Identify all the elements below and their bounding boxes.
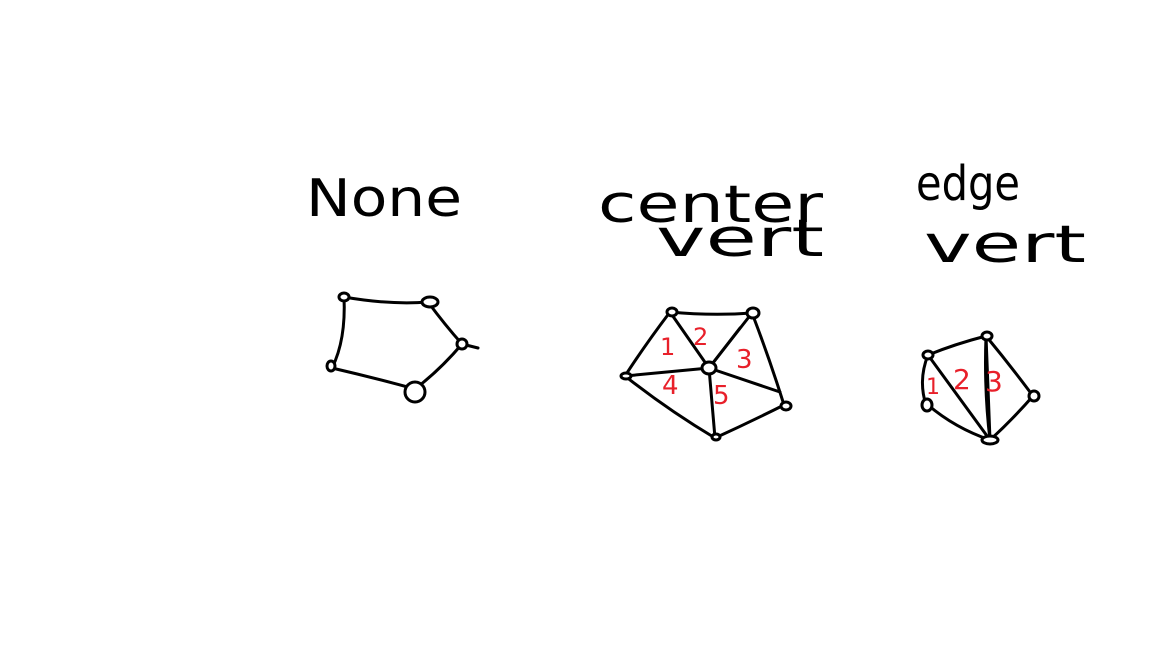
polygon-edge xyxy=(926,403,992,442)
triangle-label: 2 xyxy=(693,323,708,351)
polygon-edge xyxy=(988,394,1035,442)
vertex-marker xyxy=(455,337,469,351)
panel-edge-vert-title-line2: vert xyxy=(924,215,1086,275)
vertex-marker xyxy=(921,349,935,361)
polygon-edge xyxy=(668,310,754,316)
edge-fan-diagonals xyxy=(926,334,992,442)
polygon-edge xyxy=(750,311,786,407)
vertex-marker xyxy=(619,371,633,381)
fan-spoke xyxy=(926,353,992,442)
panel-none-title: None xyxy=(306,169,462,229)
vertex-marker xyxy=(420,295,440,309)
panel-edge-vert-title-line1: edge xyxy=(916,156,1020,212)
vertex-marker xyxy=(1027,389,1041,403)
vertex-marker xyxy=(710,432,722,442)
vertex-marker xyxy=(980,330,994,342)
polygon-edge xyxy=(926,334,988,357)
pentagon-edge xyxy=(342,295,430,305)
triangle-label: 1 xyxy=(926,375,940,400)
pentagon-edge xyxy=(426,300,464,346)
center-vertex-marker xyxy=(700,360,718,376)
fan-spoke xyxy=(707,326,742,370)
vertex-marker xyxy=(337,291,351,303)
fan-spoke xyxy=(668,310,711,370)
triangle-label: 1 xyxy=(660,333,675,361)
pentagon-edge xyxy=(413,342,464,391)
vertex-marker xyxy=(403,380,427,404)
fan-spoke xyxy=(623,366,711,378)
vertex-marker xyxy=(779,400,793,412)
vertex-marker xyxy=(980,434,1000,446)
vertex-marker xyxy=(920,397,934,413)
edge-fan-vertices xyxy=(920,330,1041,446)
fan-spoke xyxy=(984,334,992,442)
fan-spoke xyxy=(707,366,782,394)
triangle-label: 3 xyxy=(736,345,753,375)
fan-vertices xyxy=(619,306,793,442)
panel-none: None xyxy=(306,169,480,404)
vertex-marker xyxy=(745,306,761,320)
pentagon-edge xyxy=(330,295,346,370)
triangle-label: 3 xyxy=(985,365,1003,398)
fan-spoke xyxy=(707,366,717,440)
polygon-edge xyxy=(713,403,786,440)
fan-outline xyxy=(623,310,786,440)
panel-center-vert: center vert 1 2 3 xyxy=(598,175,824,442)
pentagon-vertices xyxy=(325,291,469,404)
triangle-label: 5 xyxy=(713,381,730,411)
polygon-edge xyxy=(623,310,672,378)
edge-vert-triangle-labels: 1 2 3 xyxy=(926,363,1003,400)
polygon-edge xyxy=(984,334,1035,398)
polygon-edge xyxy=(623,374,717,440)
panel-edge-vert: edge vert 1 2 3 xyxy=(916,156,1086,446)
triangle-label: 4 xyxy=(662,371,679,401)
panel-center-vert-title-line2: vert xyxy=(656,209,824,269)
pentagon-edge xyxy=(330,366,417,391)
center-vert-triangle-labels: 1 2 3 4 5 xyxy=(660,323,753,411)
triangle-label: 2 xyxy=(953,363,971,396)
panel-center-vert-title-line1: center xyxy=(598,175,824,235)
vertex-marker xyxy=(665,306,679,318)
fan-diagonals xyxy=(623,310,782,440)
vertex-marker xyxy=(325,359,337,373)
